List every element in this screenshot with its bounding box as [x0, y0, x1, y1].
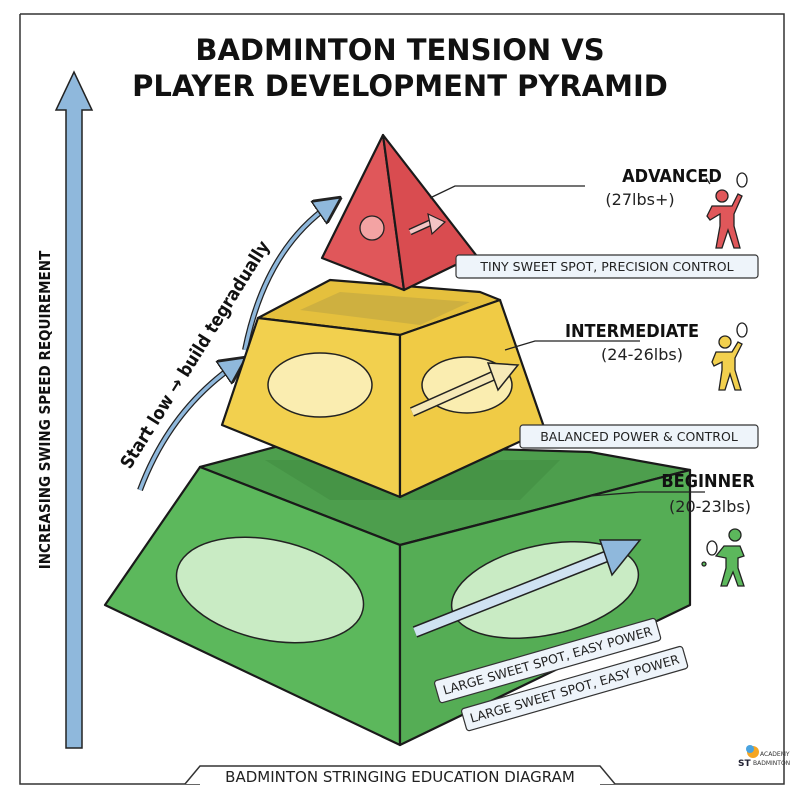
beginner-player-icon: [701, 528, 745, 587]
advanced-label: ADVANCED: [622, 166, 722, 187]
svg-text:BADMINTON: BADMINTON: [753, 760, 790, 767]
advanced-tension: (27lbs+): [605, 190, 674, 209]
beginner-tension: (20-23lbs): [669, 497, 751, 516]
beginner-description-box: [433, 617, 662, 704]
beginner-tier: [103, 441, 692, 747]
footer-caption: BADMINTON STRINGING EDUCATION DIAGRAM: [225, 768, 575, 786]
advanced-description: TINY SWEET SPOT, PRECISION CONTROL: [479, 259, 733, 274]
beginner-description-box-2: [460, 645, 689, 732]
frame-border: [19, 13, 785, 785]
intermediate-description-box: [519, 424, 759, 449]
swing-speed-arrow: [54, 70, 94, 749]
intermediate-description: BALANCED POWER & CONTROL: [540, 429, 738, 444]
title-line-2: PLAYER DEVELOPMENT PYRAMID: [132, 69, 668, 103]
beginner-label: BEGINNER: [661, 471, 755, 492]
title-line-1: BADMINTON TENSION VS: [195, 33, 604, 67]
academy-logo: ACADEMY ST BADMINTON: [738, 745, 790, 769]
advanced-player-icon: [705, 172, 748, 249]
svg-text:ST: ST: [738, 759, 751, 769]
advanced-tier: [320, 133, 478, 292]
intermediate-label: INTERMEDIATE: [565, 321, 699, 342]
svg-text:ACADEMY: ACADEMY: [760, 751, 790, 758]
intermediate-player-icon: [711, 322, 748, 391]
intermediate-tension: (24-26lbs): [601, 345, 683, 364]
axis-label: INCREASING SWING SPEED REQUIREMENT: [36, 250, 54, 569]
advanced-description-box: [455, 254, 759, 279]
footer-tab: [184, 765, 616, 785]
